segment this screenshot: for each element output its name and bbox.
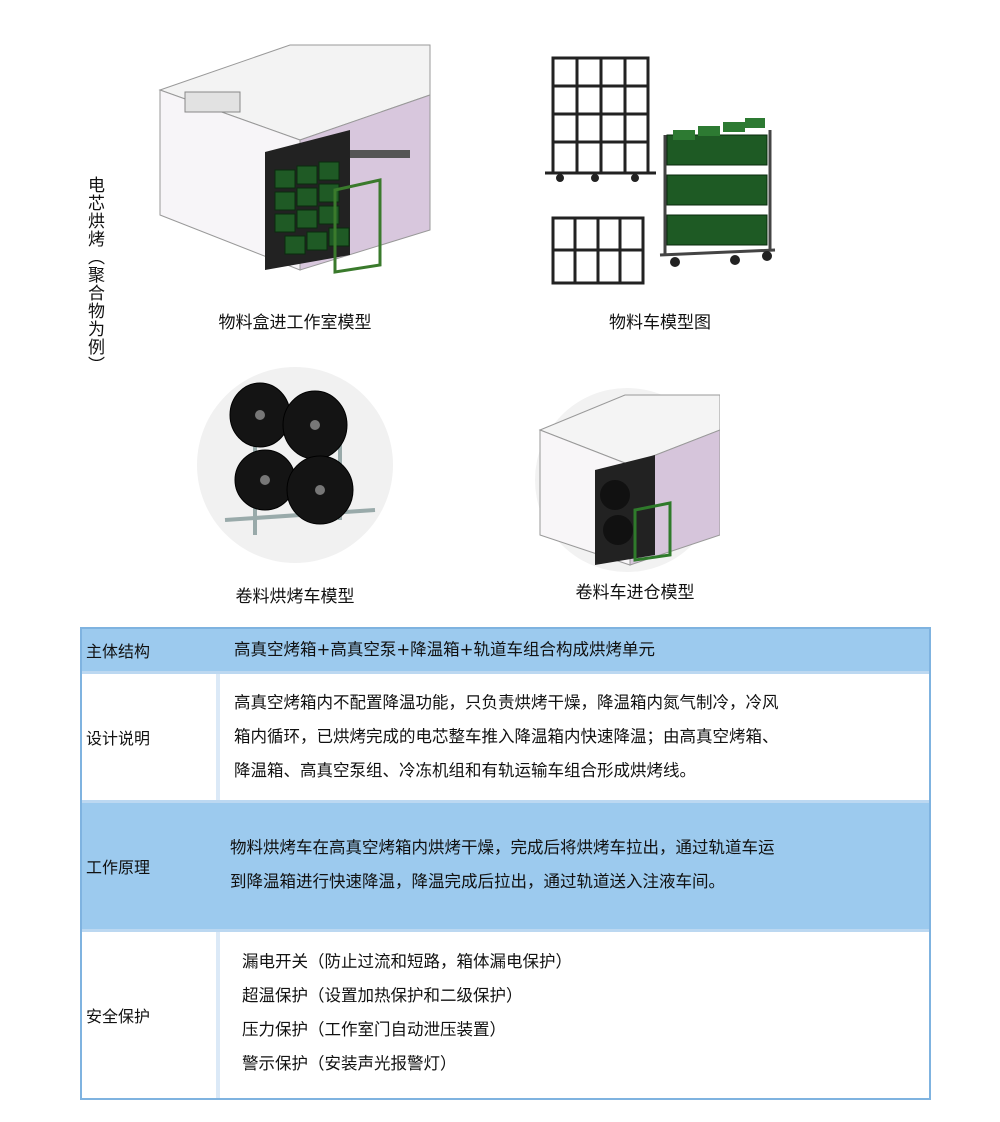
table-row-safety: 安全保护 漏电开关（防止过流和短路，箱体漏电保护） 超温保护（设置加热保护和二级…: [82, 932, 929, 1098]
row-line: 警示保护（安装声光报警灯）: [242, 1054, 457, 1073]
row-line: 物料烘烤车在高真空烤箱内烘烤干燥，完成后将烘烤车拉出，通过轨道车运: [230, 838, 775, 857]
row-label: 设计说明: [82, 674, 220, 800]
caption-roll-cart: 卷料烘烤车模型: [235, 587, 355, 607]
table-row-design: 设计说明 高真空烤箱内不配置降温功能，只负责烘烤干燥，降温箱内氮气制冷，冷风 箱…: [82, 674, 929, 800]
row-label: 工作原理: [86, 858, 151, 877]
row-line: 箱内循环，已烘烤完成的电芯整车推入降温箱内快速降温；由高真空烤箱、: [234, 727, 779, 746]
figure-box-into-chamber: [158, 44, 431, 274]
row-line: 压力保护（工作室门自动泄压装置）: [242, 1020, 506, 1039]
row-content: 高真空烤箱+高真空泵+降温箱+轨道车组合构成烘烤单元: [234, 629, 929, 671]
row-line: 漏电开关（防止过流和短路，箱体漏电保护）: [242, 952, 572, 971]
row-label: 主体结构: [86, 642, 151, 661]
figure-material-cart: [545, 56, 776, 285]
table-row-structure: 主体结构 高真空烤箱+高真空泵+降温箱+轨道车组合构成烘烤单元: [82, 629, 929, 671]
table-row-principle: 工作原理 物料烘烤车在高真空烤箱内烘烤干燥，完成后将烘烤车拉出，通过轨道车运 到…: [82, 803, 929, 929]
row-content: 漏电开关（防止过流和短路，箱体漏电保护） 超温保护（设置加热保护和二级保护） 压…: [242, 932, 929, 1098]
row-line: 高真空烤箱内不配置降温功能，只负责烘烤干燥，降温箱内氮气制冷，冷风: [234, 693, 779, 712]
row-line: 高真空烤箱+高真空泵+降温箱+轨道车组合构成烘烤单元: [234, 640, 655, 659]
row-line: 降温箱、高真空泵组、冷冻机组和有轨运输车组合形成烘烤线。: [234, 761, 696, 780]
row-line: 超温保护（设置加热保护和二级保护）: [242, 986, 523, 1005]
figure-roll-cart: [197, 367, 393, 563]
figure-roll-cart-into-chamber: [535, 388, 720, 572]
row-content: 物料烘烤车在高真空烤箱内烘烤干燥，完成后将烘烤车拉出，通过轨道车运 到降温箱进行…: [230, 803, 929, 929]
caption-roll-cart-into-chamber: 卷料车进仓模型: [575, 583, 695, 603]
row-line: 到降温箱进行快速降温，降温完成后拉出，通过轨道送入注液车间。: [230, 872, 725, 891]
side-title: 电芯烘烤（聚合物为例）: [84, 176, 104, 374]
row-content: 高真空烤箱内不配置降温功能，只负责烘烤干燥，降温箱内氮气制冷，冷风 箱内循环，已…: [234, 674, 929, 800]
caption-material-cart: 物料车模型图: [609, 313, 711, 333]
row-label: 安全保护: [82, 932, 220, 1098]
spec-table: 主体结构 高真空烤箱+高真空泵+降温箱+轨道车组合构成烘烤单元 设计说明 高真空…: [80, 627, 931, 1100]
caption-box-into-chamber: 物料盒进工作室模型: [218, 313, 372, 333]
